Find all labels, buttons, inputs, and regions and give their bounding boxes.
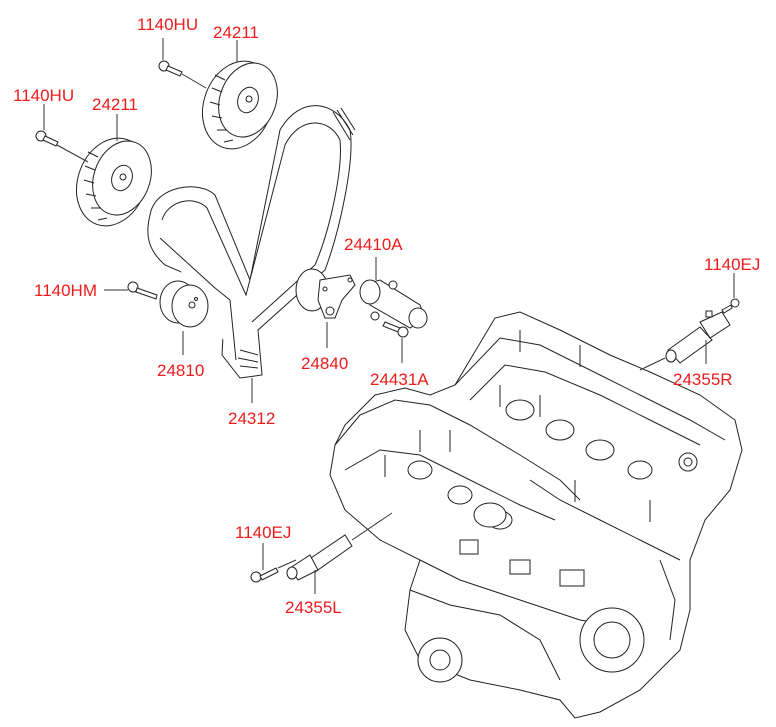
- bolt-1140EJ-right[interactable]: [721, 298, 740, 314]
- callout-1140EJ-right[interactable]: 1140EJ: [704, 255, 761, 274]
- tensioner-bolt[interactable]: [382, 321, 409, 338]
- idler-pulley[interactable]: [159, 280, 209, 328]
- callout-24211-left[interactable]: 24211: [92, 95, 139, 114]
- bolt-1140HU-right[interactable]: [158, 60, 183, 77]
- callout-24431A[interactable]: 24431A: [370, 370, 429, 389]
- oil-control-valve-left[interactable]: [286, 534, 353, 581]
- bolt-1140EJ-left[interactable]: [250, 567, 279, 583]
- callout-24211-right[interactable]: 24211: [213, 23, 260, 42]
- bolt-1140HU-left[interactable]: [35, 130, 59, 147]
- oil-control-valve-right[interactable]: [665, 310, 731, 364]
- timing-belt[interactable]: [147, 105, 356, 379]
- callout-24840[interactable]: 24840: [301, 354, 349, 373]
- callout-24312[interactable]: 24312: [228, 409, 276, 428]
- engine-block[interactable]: [329, 311, 743, 719]
- callout-24810[interactable]: 24810: [157, 361, 205, 380]
- callout-1140EJ-left[interactable]: 1140EJ: [235, 523, 292, 542]
- callout-1140HU-left[interactable]: 1140HU: [13, 86, 75, 105]
- callout-24410A[interactable]: 24410A: [344, 235, 403, 254]
- camshaft-sprocket-right[interactable]: [191, 51, 288, 159]
- tensioner-pulley[interactable]: [295, 268, 356, 319]
- bolt-1140HM[interactable]: [127, 281, 158, 300]
- camshaft-sprocket-left[interactable]: [65, 128, 162, 236]
- callout-24355L[interactable]: 24355L: [285, 598, 342, 617]
- callout-24355R[interactable]: 24355R: [673, 370, 733, 389]
- callout-1140HU-right[interactable]: 1140HU: [137, 15, 199, 34]
- auto-tensioner[interactable]: [359, 279, 428, 329]
- callout-1140HM[interactable]: 1140HM: [34, 281, 97, 300]
